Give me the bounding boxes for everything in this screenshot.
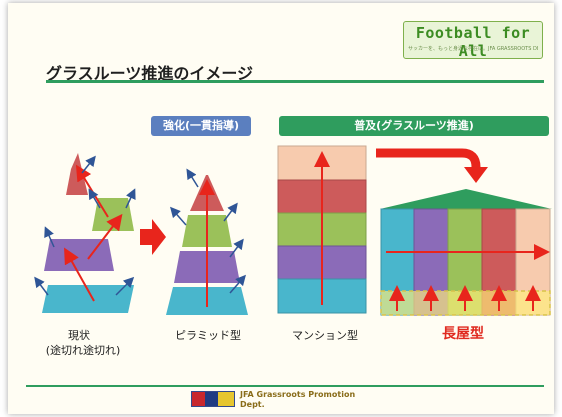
spread-arrow <box>376 148 481 169</box>
label-current: 現状 <box>68 329 90 342</box>
label-mansion: マンション型 <box>292 329 358 342</box>
label-current-note: (途切れ途切れ) <box>45 344 121 357</box>
current-red-tip <box>66 153 88 195</box>
footer-dept-line1: JFA Grassroots Promotion <box>240 390 356 399</box>
current-blue-arrow <box>88 188 101 209</box>
spread-arrow-head <box>464 167 488 183</box>
label-pyramid: ピラミッド型 <box>175 329 241 342</box>
slide: Football for All サッカーを、もっと身近な存在に。JFA GRA… <box>8 3 554 414</box>
header-strengthen: 強化(一貫指導) <box>151 116 251 136</box>
label-nagaya: 長屋型 <box>442 326 484 342</box>
transition-arrow <box>140 219 166 255</box>
title-divider <box>46 80 544 83</box>
header-spread: 普及(グラスルーツ推進) <box>279 116 549 136</box>
jfa-logo <box>191 391 235 407</box>
pyramid-blue-arrow <box>186 168 199 188</box>
bottom-divider <box>26 385 544 387</box>
footer-dept: JFA Grassroots Promotion Dept. <box>240 390 355 410</box>
current-blue-arrow <box>125 188 136 209</box>
pyramid-diagram <box>166 168 248 315</box>
current-purple-block <box>44 239 114 271</box>
current-blue-arrow <box>81 155 96 174</box>
footer-dept-line2: Dept. <box>240 400 265 409</box>
pyramid-blue-arrow <box>170 206 187 226</box>
football-for-all-logo: Football for All サッカーを、もっと身近な存在に。JFA GRA… <box>403 21 543 60</box>
nagaya-roof <box>380 189 552 209</box>
current-teal-block <box>42 285 134 313</box>
current-red-arrow <box>87 213 123 260</box>
current-blue-arrow <box>44 226 55 248</box>
pyramid-blue-arrow <box>229 274 246 294</box>
brand-title: Football for All <box>415 24 531 60</box>
pyramid-blue-arrow <box>229 238 244 258</box>
pyramid-blue-arrow <box>223 202 238 222</box>
nagaya-diagram <box>380 189 552 316</box>
mansion-diagram <box>277 145 367 314</box>
current-blue-arrow <box>115 276 135 296</box>
page-title: グラスルーツ推進のイメージ <box>46 64 254 83</box>
diagram-art <box>34 145 552 316</box>
current-blue-arrow <box>34 276 49 296</box>
brand-subtitle: サッカーを、もっと身近な存在に。JFA GRASSROOTS DECLARATI… <box>408 46 538 52</box>
current-state-diagram <box>34 153 136 313</box>
current-red-arrow <box>64 247 95 302</box>
